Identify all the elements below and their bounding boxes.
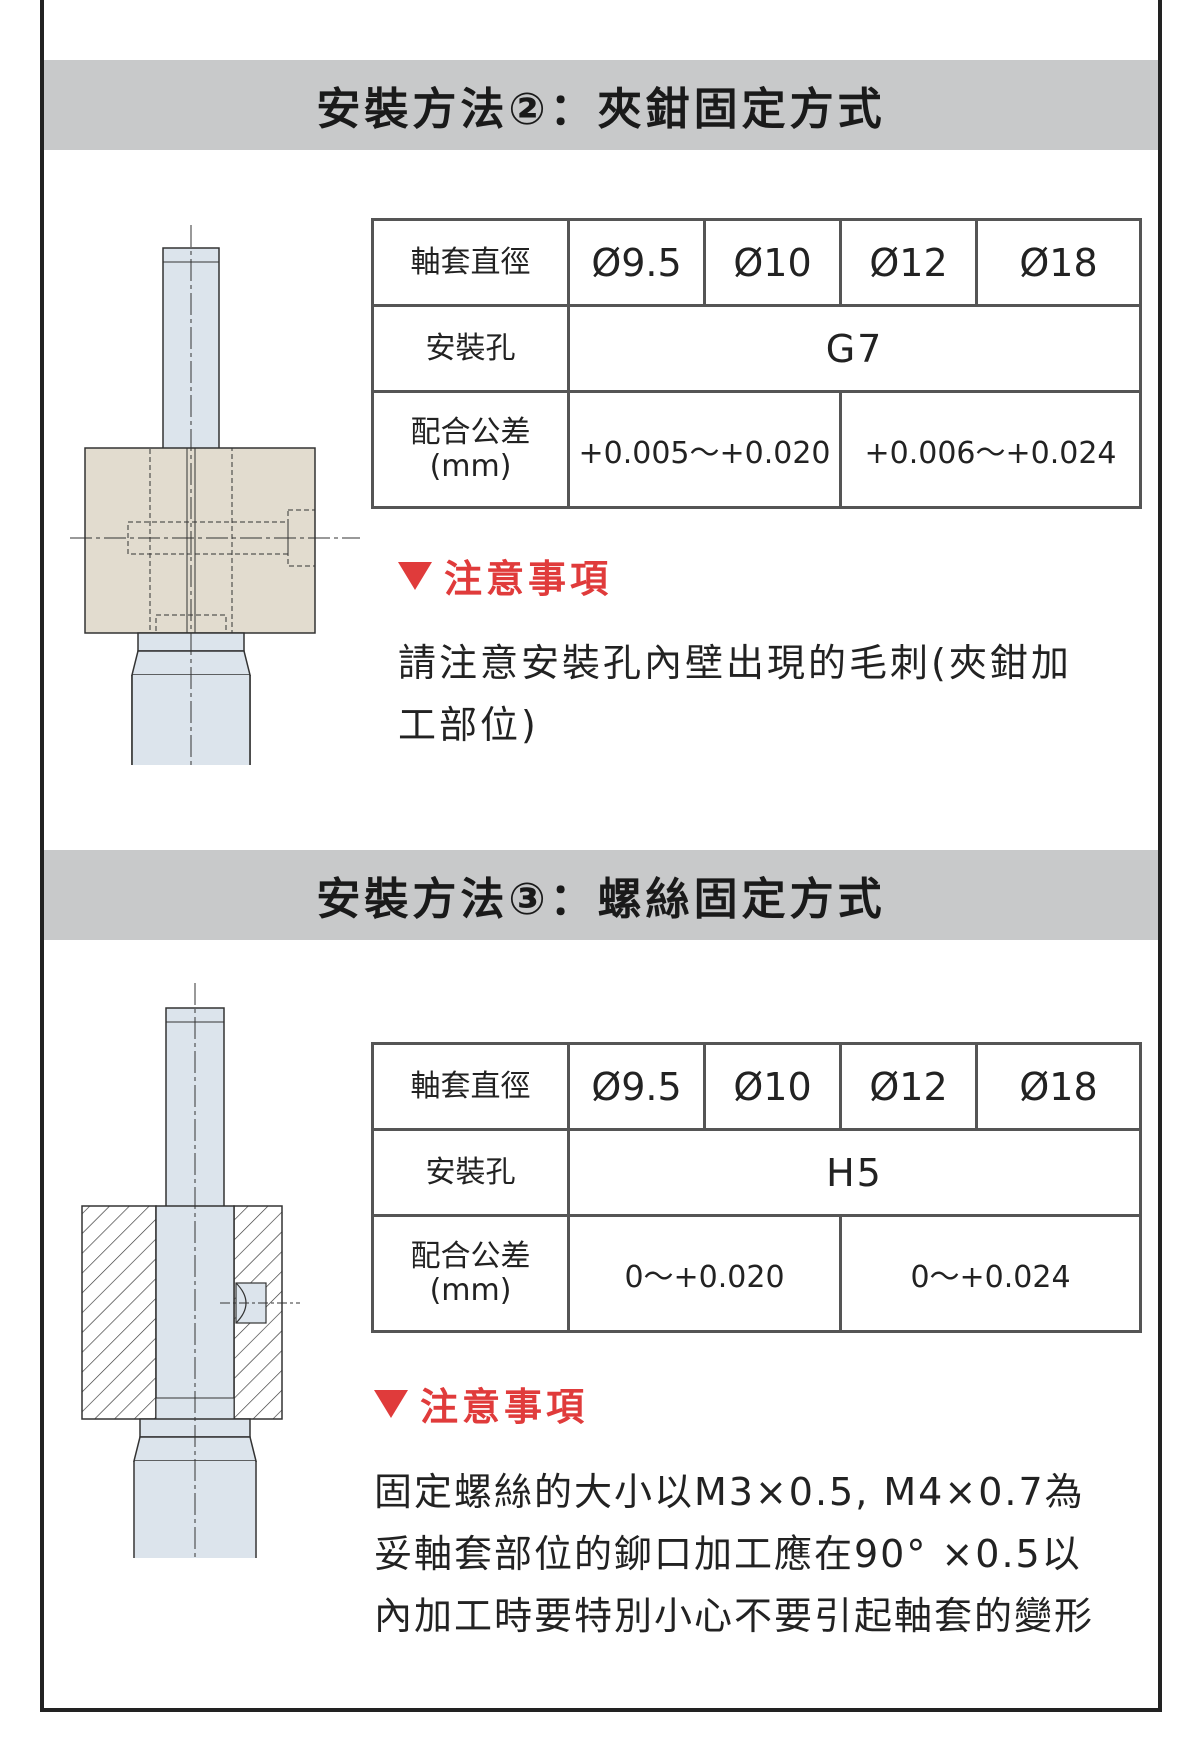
note-heading: 注意事項 bbox=[398, 548, 612, 603]
spec-table: 軸套直徑 Ø9.5 Ø10 Ø12 Ø18 安裝孔 H5 配合公差 (mm) 0… bbox=[371, 1042, 1142, 1333]
diameter-cell: Ø9.5 bbox=[567, 1042, 706, 1131]
warning-triangle-icon bbox=[398, 561, 432, 590]
note-line: 工部位) bbox=[398, 703, 539, 747]
diameter-cell: Ø12 bbox=[839, 1042, 978, 1131]
diameter-cell: Ø18 bbox=[975, 218, 1142, 307]
diameter-cell: Ø18 bbox=[975, 1042, 1142, 1131]
row-label-hole: 安裝孔 bbox=[371, 304, 570, 393]
tolerance-cell: +0.005～+0.020 bbox=[567, 390, 842, 509]
note-line: 固定螺絲的大小以M3×0.5, M4×0.7為 bbox=[374, 1470, 1085, 1514]
note-line: 內加工時要特別小心不要引起軸套的變形 bbox=[374, 1594, 1095, 1638]
note-heading-text: 注意事項 bbox=[420, 1385, 589, 1429]
row-label-tolerance: 配合公差 (mm) bbox=[371, 1214, 570, 1333]
tolerance-cell: 0～+0.024 bbox=[839, 1214, 1142, 1333]
hole-fit-cell: G7 bbox=[567, 304, 1142, 393]
note-heading: 注意事項 bbox=[374, 1376, 588, 1431]
diameter-cell: Ø10 bbox=[703, 218, 842, 307]
section-title: 安裝方法②：夾鉗固定方式 bbox=[44, 60, 1158, 150]
note-body: 請注意安裝孔內壁出現的毛刺(夾鉗加 工部位) bbox=[398, 632, 1072, 756]
row-label-tolerance-unit: (mm) bbox=[429, 448, 512, 484]
row-label-tolerance: 配合公差 (mm) bbox=[371, 390, 570, 509]
diameter-cell: Ø9.5 bbox=[567, 218, 706, 307]
page-frame bbox=[40, 0, 1162, 1712]
row-label-hole: 安裝孔 bbox=[371, 1128, 570, 1217]
hole-fit-cell: H5 bbox=[567, 1128, 1142, 1217]
warning-triangle-icon bbox=[374, 1389, 408, 1418]
row-label-tolerance-line1: 配合公差 bbox=[410, 414, 531, 450]
note-heading-text: 注意事項 bbox=[444, 557, 613, 601]
diameter-cell: Ø10 bbox=[703, 1042, 842, 1131]
note-line: 請注意安裝孔內壁出現的毛刺(夾鉗加 bbox=[398, 641, 1072, 685]
tolerance-cell: 0～+0.020 bbox=[567, 1214, 842, 1333]
spec-table: 軸套直徑 Ø9.5 Ø10 Ø12 Ø18 安裝孔 G7 配合公差 (mm) +… bbox=[371, 218, 1142, 509]
note-body: 固定螺絲的大小以M3×0.5, M4×0.7為 妥軸套部位的鉚口加工應在90° … bbox=[374, 1461, 1094, 1647]
diameter-cell: Ø12 bbox=[839, 218, 978, 307]
screw-mount-diagram bbox=[81, 983, 300, 1558]
row-label-tolerance-unit: (mm) bbox=[429, 1272, 512, 1308]
section-title: 安裝方法③：螺絲固定方式 bbox=[44, 850, 1158, 940]
row-label-diameter: 軸套直徑 bbox=[371, 218, 570, 307]
tolerance-cell: +0.006～+0.024 bbox=[839, 390, 1142, 509]
row-label-tolerance-line1: 配合公差 bbox=[410, 1238, 531, 1274]
note-line: 妥軸套部位的鉚口加工應在90° ×0.5以 bbox=[374, 1532, 1082, 1576]
clamp-mount-diagram bbox=[70, 225, 360, 765]
row-label-diameter: 軸套直徑 bbox=[371, 1042, 570, 1131]
